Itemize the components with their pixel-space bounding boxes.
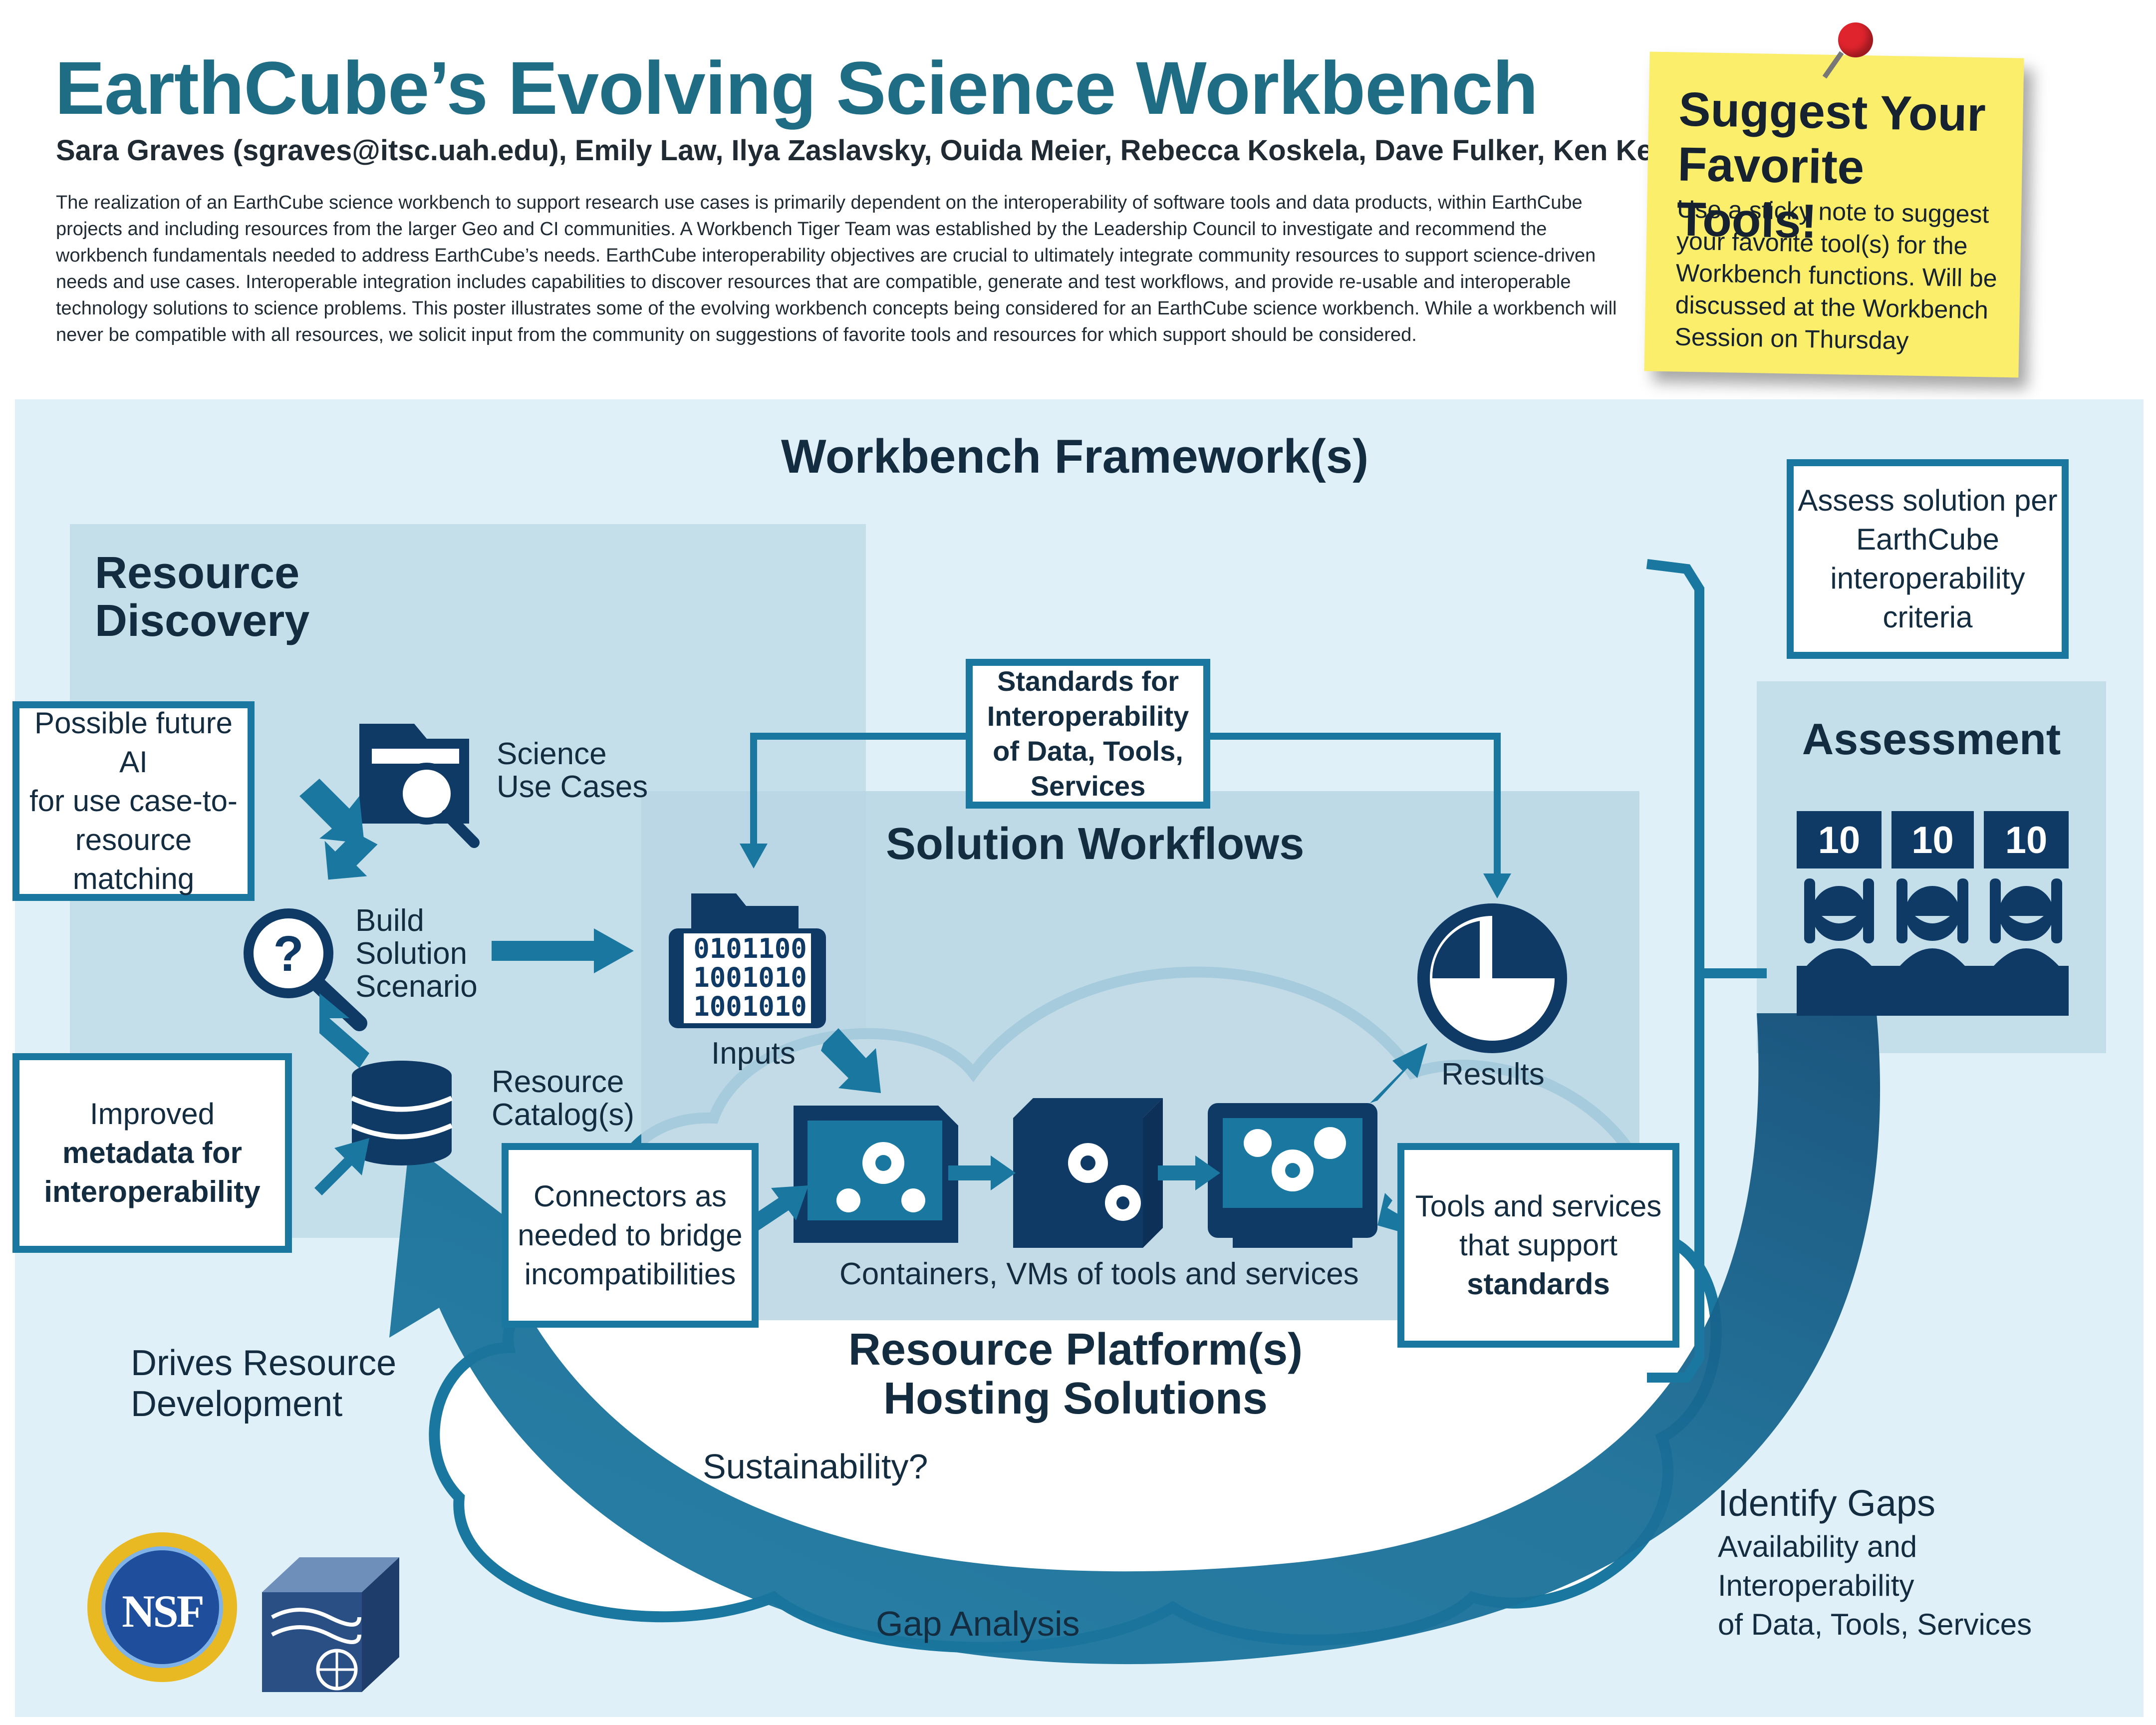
containers-label: Containers, VMs of tools and services — [839, 1257, 1359, 1291]
build-to-inputs-arrow — [492, 928, 634, 973]
resource-platform-title: Resource Platform(s) Hosting Solutions — [848, 1325, 1303, 1424]
results-label: Results — [1441, 1057, 1545, 1092]
standards-connectors — [750, 733, 1501, 873]
gap-analysis-label: Gap Analysis — [876, 1604, 1080, 1643]
nsf-logo-text: NSF — [122, 1586, 205, 1637]
judges-icon — [1797, 811, 2069, 1016]
container-gear-icon-2 — [1013, 1098, 1163, 1248]
container-arrows — [948, 1043, 1427, 1190]
folder-search-icon — [359, 724, 480, 848]
assessment-criteria-box: Assess solution per EarthCube interopera… — [1787, 459, 2069, 659]
discovery-arrows — [299, 779, 378, 1195]
standards-arrow-right — [1483, 873, 1511, 898]
sustainability-label: Sustainability? — [703, 1447, 928, 1486]
judge-faces — [1822, 916, 2044, 923]
inputs-label: Inputs — [711, 1036, 796, 1071]
question-magnifier-icon: ? — [244, 908, 367, 1031]
identify-gaps-detail: Availability and Interoperability of Dat… — [1718, 1530, 2032, 1641]
solution-workflows-title: Solution Workflows — [886, 819, 1305, 869]
resource-catalog-label: Resource Catalog(s) — [492, 1065, 634, 1132]
judge-score-1: 10 — [1818, 819, 1861, 862]
framework-title: Workbench Framework(s) — [781, 430, 1369, 483]
binary-data-text: 0101100 1001010 1001010 — [693, 933, 807, 1022]
poster-title: EarthCube’s Evolving Science Workbench — [55, 46, 1538, 130]
standards-arrow-left — [740, 844, 768, 868]
framework-bracket — [1646, 559, 1767, 1383]
drives-resource-label: Drives Resource Development — [131, 1343, 397, 1424]
identify-gaps-title: Identify Gaps — [1718, 1482, 1936, 1524]
judge-score-3: 10 — [2005, 819, 2048, 862]
tools-services-box: Tools and services that support standard… — [1397, 1143, 1679, 1348]
author-list: Sara Graves (sgraves@itsc.uah.edu), Emil… — [56, 134, 1704, 167]
nsf-logo — [87, 1532, 237, 1682]
database-icon — [350, 1061, 453, 1165]
resource-discovery-title: Resource Discovery — [95, 548, 310, 646]
pushpin-icon — [1838, 22, 1873, 57]
earthcube-logo — [262, 1557, 399, 1692]
container-gear-icon-3 — [1208, 1103, 1377, 1248]
inputs-to-container-arrow — [821, 1028, 881, 1093]
svg-text:?: ? — [273, 926, 303, 982]
metadata-box: Improved metadata for interoperability — [12, 1053, 292, 1253]
science-use-cases-label: Science Use Cases — [497, 737, 648, 804]
judge-score-2: 10 — [1911, 819, 1954, 862]
abstract-text: The realization of an EarthCube science … — [56, 192, 1617, 345]
assessment-title: Assessment — [1802, 714, 2061, 764]
connectors-box: Connectors as needed to bridge incompati… — [502, 1143, 759, 1328]
pie-chart-icon — [1417, 903, 1567, 1053]
build-solution-label: Build Solution Scenario — [355, 903, 478, 1004]
connectors-arrow — [749, 1185, 808, 1230]
container-gear-icon-1 — [794, 1106, 958, 1243]
standards-box: Standards for Interoperability of Data, … — [966, 659, 1210, 809]
ai-matching-box: Possible future AI for use case-to- reso… — [12, 701, 255, 901]
binary-basket-icon — [669, 893, 826, 1028]
